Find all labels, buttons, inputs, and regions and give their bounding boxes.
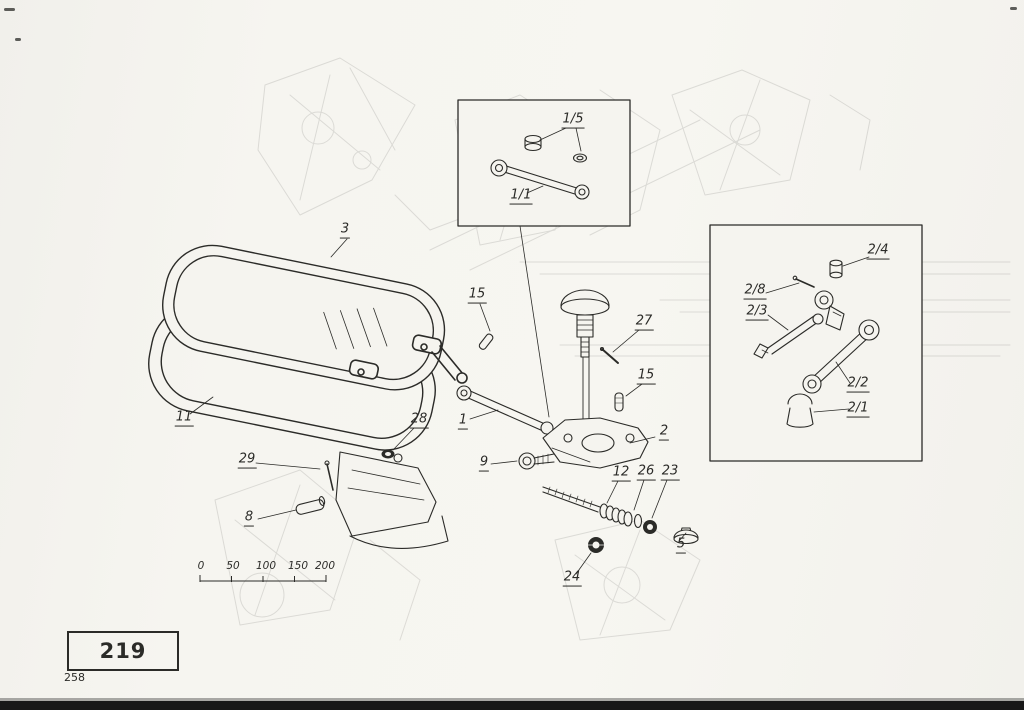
detail-inset-lever: [709, 224, 923, 462]
scan-edge: [0, 698, 1024, 710]
scale-bar: [199, 575, 327, 582]
main-mechanism: [456, 289, 699, 553]
detail-inset-linkage: [457, 99, 631, 227]
window-panel-upper: [161, 244, 446, 391]
leader-lines: [189, 127, 870, 575]
page-number: 219: [99, 639, 147, 663]
mount-bracket: [295, 449, 449, 549]
footer-page-number: 258: [64, 671, 85, 684]
hinge-parts: [348, 334, 468, 384]
page-number-box: 219: [67, 631, 179, 671]
scan-marks: [4, 7, 1017, 41]
